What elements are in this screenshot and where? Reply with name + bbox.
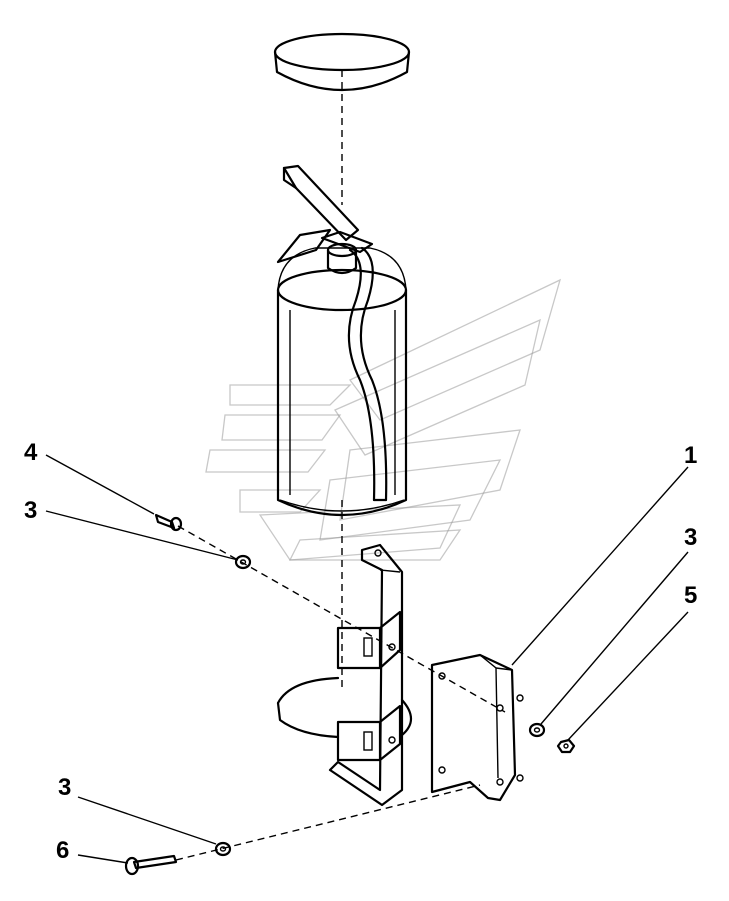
leader-3-lower	[77, 796, 217, 845]
fire-extinguisher	[276, 164, 408, 517]
callout-4: 4	[24, 439, 38, 466]
assembly-line-upper	[177, 525, 506, 713]
washer-lower	[214, 841, 232, 857]
leader-4	[45, 454, 155, 515]
mounting-bracket	[328, 543, 404, 807]
bolt-upper	[154, 513, 183, 532]
washer-right	[528, 722, 546, 738]
leader-6	[77, 854, 129, 864]
bolt-lower	[124, 854, 178, 876]
callout-3-lower: 3	[58, 774, 71, 801]
lower-strap	[276, 676, 413, 739]
leader-3-upper	[45, 510, 239, 561]
callout-6: 6	[56, 837, 69, 864]
assembly-line-lower	[175, 784, 481, 861]
nut-right	[556, 738, 576, 754]
callout-3-upper: 3	[24, 497, 37, 524]
leader-1	[511, 466, 689, 666]
leader-3-right	[540, 551, 689, 725]
callout-5: 5	[684, 582, 697, 609]
callout-3-right: 3	[684, 524, 697, 551]
watermark-logo	[205, 278, 562, 561]
leader-5	[567, 611, 689, 741]
mounting-plate	[430, 653, 524, 802]
upper-strap	[273, 32, 411, 92]
callout-1: 1	[684, 442, 697, 469]
washer-upper	[234, 554, 252, 570]
